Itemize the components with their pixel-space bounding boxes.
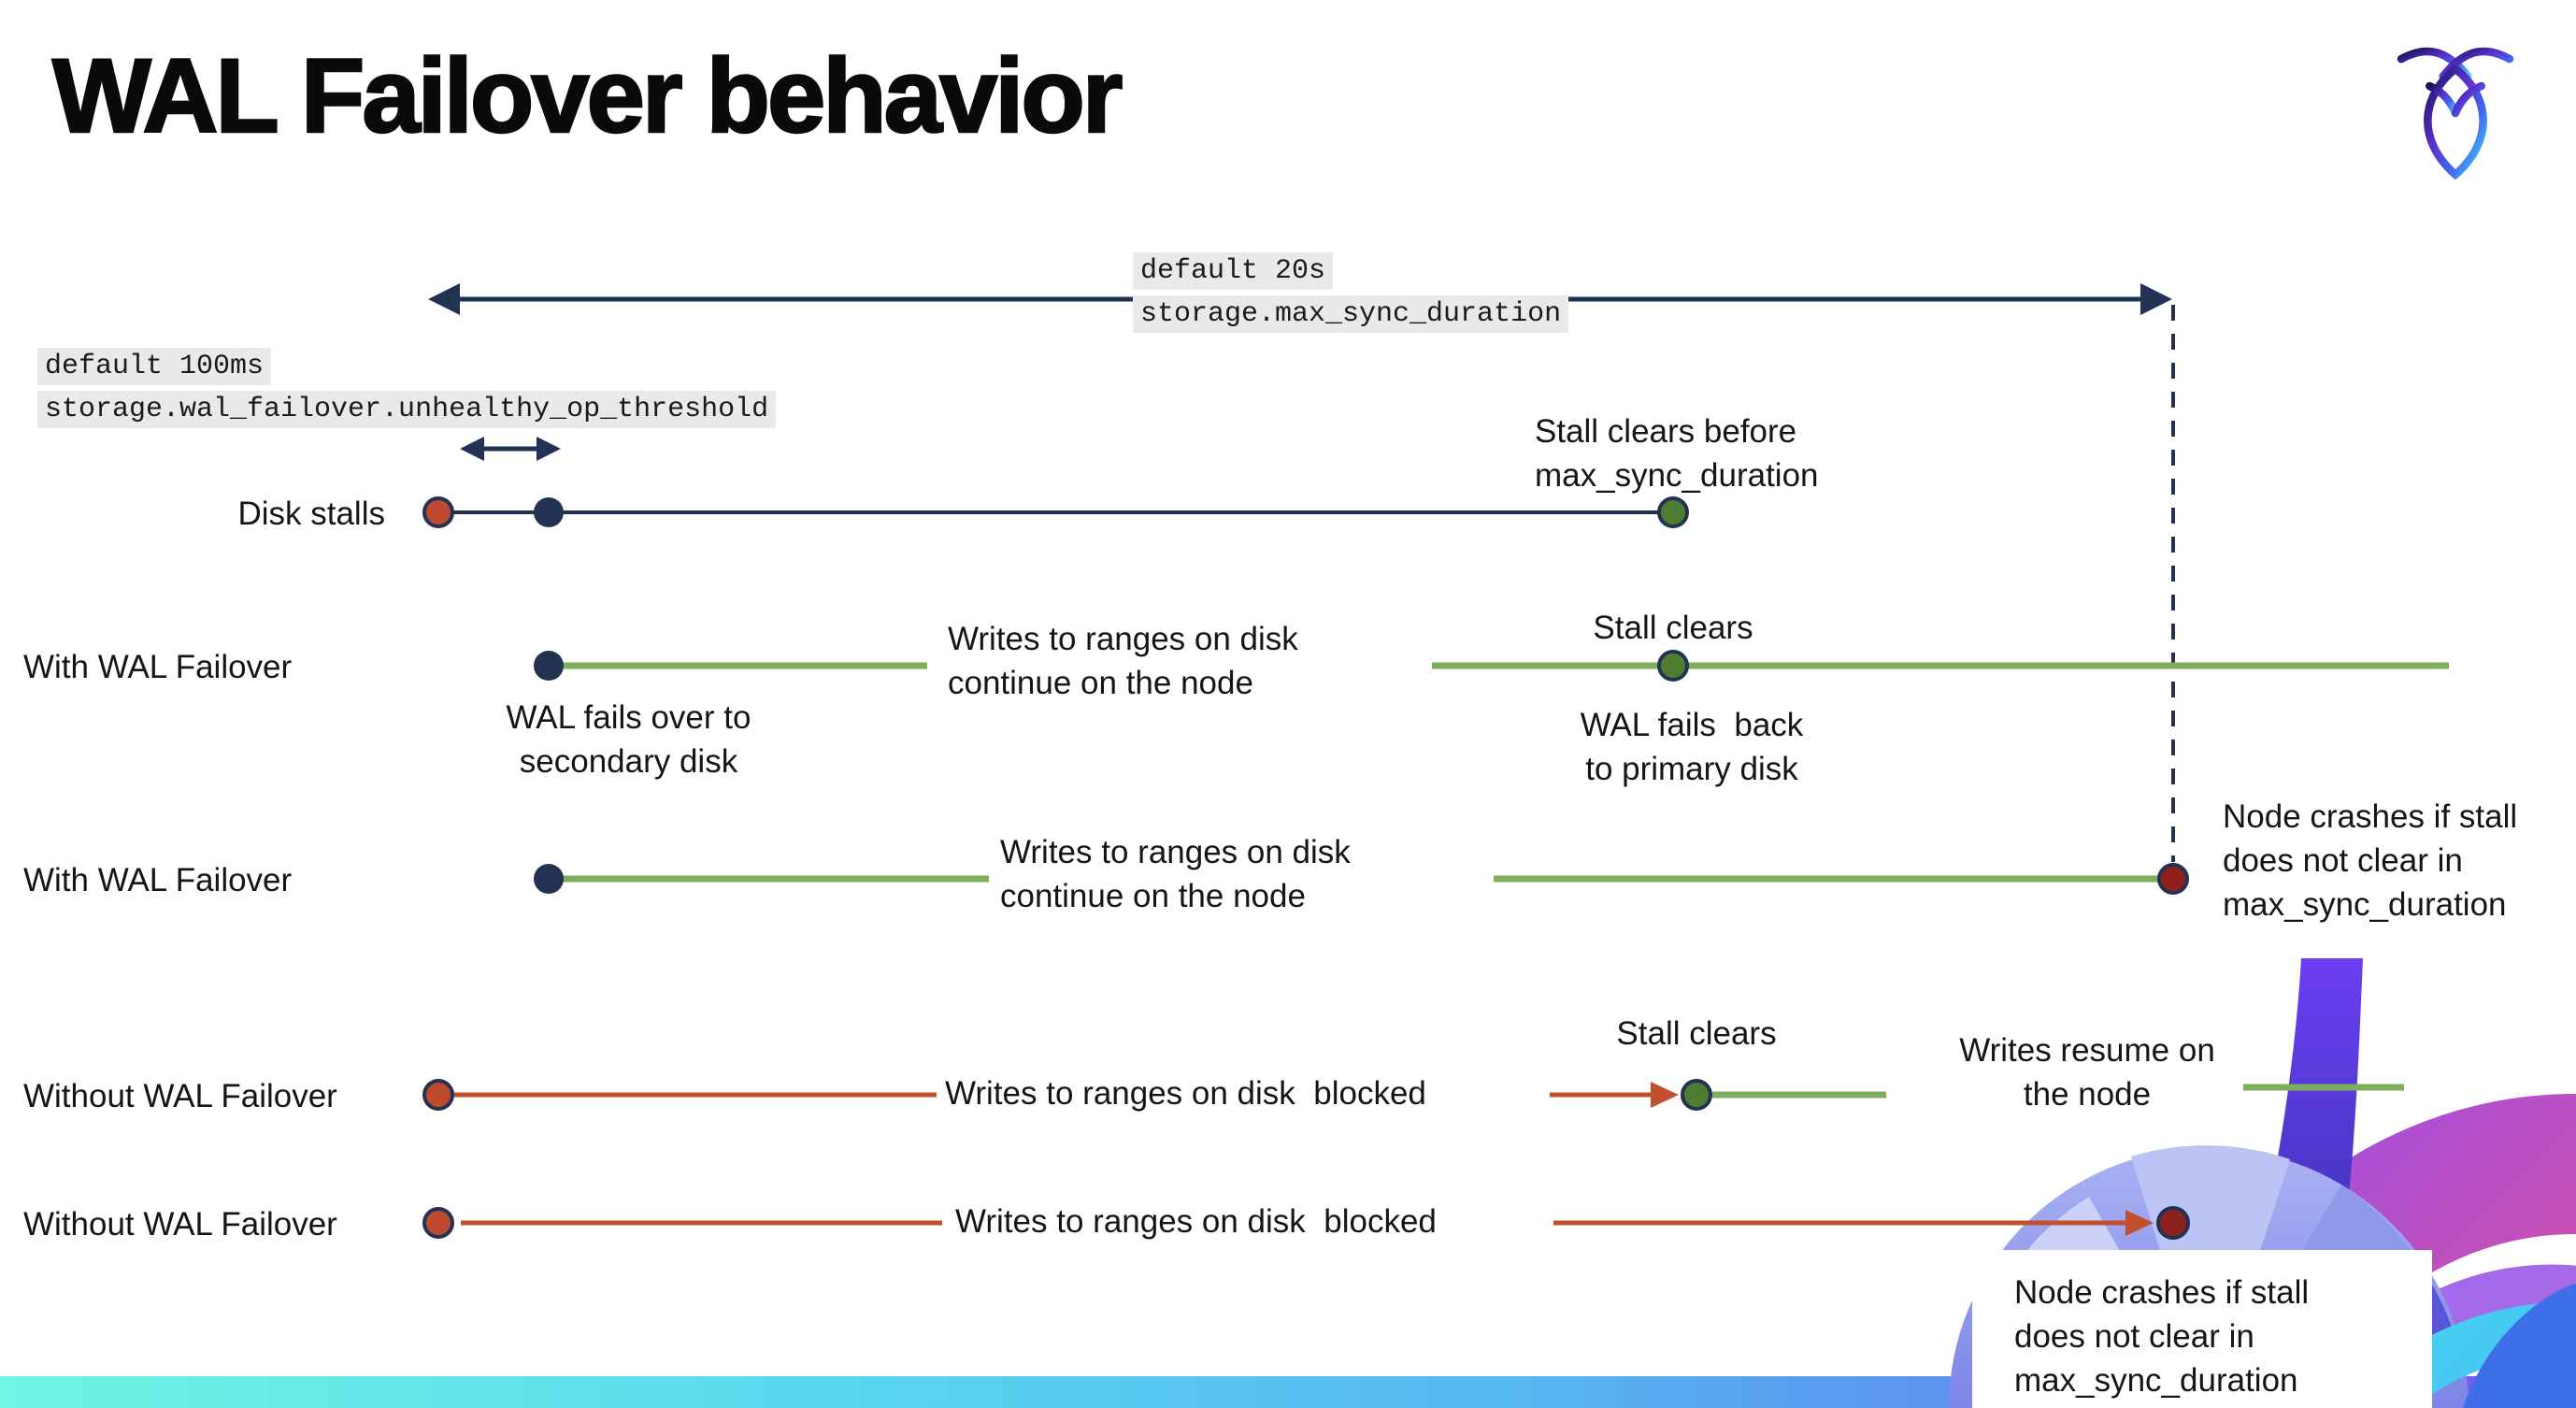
unhealthy-op-threshold-label: default 100ms storage.wal_failover.unhea… (37, 348, 777, 428)
caption-line: Node crashes if stall (2223, 798, 2518, 835)
crash-note-line: max_sync_duration (2014, 1362, 2298, 1399)
caption-line: WAL fails over to (506, 699, 751, 736)
caption-line: secondary disk (519, 743, 738, 780)
setting-name-badge: storage.wal_failover.unhealthy_op_thresh… (37, 391, 777, 428)
threshold-reached-dot (534, 497, 564, 527)
stall-clears-dot (1681, 1079, 1712, 1111)
caption-line: does not clear in (2223, 842, 2463, 879)
writes-resume-caption: Writes resume on the node (1933, 1028, 2241, 1116)
stall-clears-dot (1657, 650, 1689, 682)
crash-note-line: Node crashes if stall (2014, 1274, 2310, 1311)
row-label-with-wal-failover: With WAL Failover (23, 862, 293, 898)
disk-stall-start-dot (422, 1207, 454, 1239)
default-value-badge: default 100ms (37, 348, 272, 385)
caption-line: Stall clears before (1535, 413, 1797, 450)
arrowhead-right (2125, 1210, 2154, 1236)
row-label-without-wal-failover: Without WAL Failover (23, 1078, 337, 1114)
caption-line: Writes to ranges on disk (948, 621, 1298, 657)
crash-callout-box: Node crashes if stall does not clear in … (1972, 1250, 2432, 1408)
caption-line: to primary disk (1585, 751, 1798, 787)
page-title: WAL Failover behavior (51, 36, 1124, 156)
writes-continue-caption: Writes to ranges on disk continue on the… (948, 617, 1298, 705)
art-pink-arc (2164, 1094, 2576, 1408)
stall-clears-caption: Stall clears (1616, 1015, 1777, 1052)
row-label-with-wal-failover: With WAL Failover (23, 649, 293, 685)
max-sync-duration-label: default 20s storage.max_sync_duration (1133, 252, 1569, 333)
cockroachdb-logo-icon (2397, 47, 2514, 180)
arrowhead-right (2140, 283, 2172, 315)
caption-line: the node (2023, 1076, 2152, 1113)
caption-line: Writes resume on (1959, 1032, 2215, 1069)
stall-clears-dot (1657, 496, 1689, 528)
failover-dot (534, 651, 564, 681)
caption-line: continue on the node (1000, 878, 1306, 914)
row-label-disk-stalls: Disk stalls (237, 496, 385, 532)
node-crash-dot (2156, 1206, 2190, 1240)
node-crash-caption: Node crashes if stall does not clear in … (2223, 795, 2517, 927)
arrowhead-left (460, 437, 484, 461)
caption-line: Writes to ranges on disk (1000, 834, 1351, 870)
failover-dot (534, 864, 564, 894)
failover-secondary-caption: WAL fails over to secondary disk (467, 696, 790, 783)
writes-continue-caption: Writes to ranges on disk continue on the… (1000, 830, 1351, 918)
stall-clears-caption: Stall clears (1593, 610, 1753, 646)
node-crash-dot (2157, 863, 2189, 895)
arrowhead-right (537, 437, 561, 461)
setting-name-badge: storage.max_sync_duration (1133, 295, 1569, 333)
caption-line: continue on the node (948, 665, 1253, 701)
caption-line: max_sync_duration (2223, 886, 2507, 923)
arrowhead-left (428, 283, 460, 315)
crash-note-line: does not clear in (2014, 1318, 2254, 1355)
caption-line: WAL fails back (1580, 707, 1804, 743)
failback-caption: WAL fails back to primary disk (1552, 703, 1832, 791)
stall-clears-before-caption: Stall clears before max_sync_duration (1535, 409, 1819, 497)
art-blue-fill (2463, 1284, 2576, 1408)
disk-stall-start-dot (422, 496, 454, 528)
writes-blocked-caption: Writes to ranges on disk blocked (955, 1203, 1437, 1240)
caption-line: max_sync_duration (1535, 457, 1819, 494)
disk-stall-start-dot (422, 1079, 454, 1111)
default-value-badge: default 20s (1133, 252, 1334, 290)
writes-blocked-caption: Writes to ranges on disk blocked (945, 1075, 1426, 1112)
row-label-without-wal-failover: Without WAL Failover (23, 1206, 337, 1243)
arrowhead-right (1651, 1082, 1679, 1108)
